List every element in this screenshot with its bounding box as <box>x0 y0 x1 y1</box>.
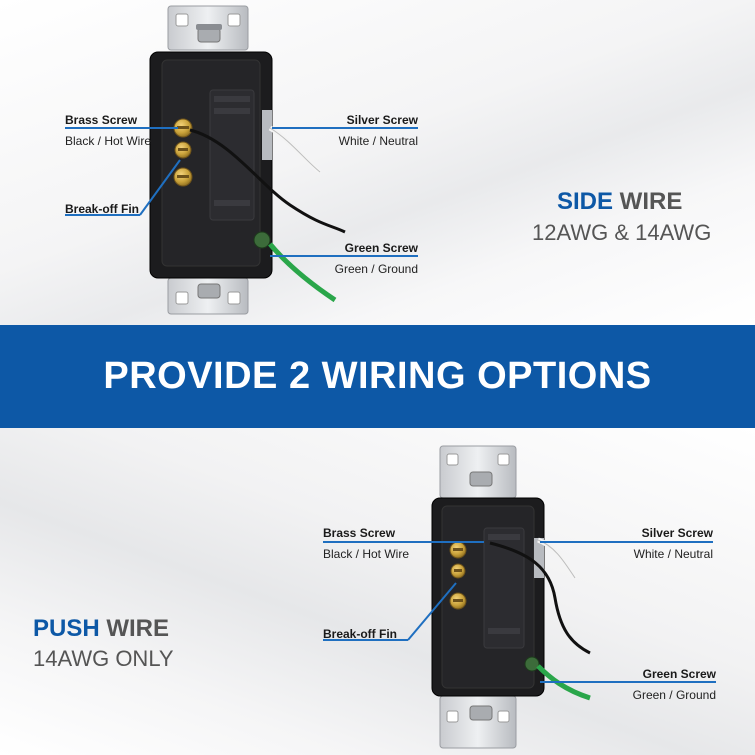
side-wire-subheading: 12AWG & 14AWG <box>532 219 711 246</box>
silver-screw-title: Silver Screw <box>346 113 418 127</box>
push-wire-panel <box>0 428 755 755</box>
push-break-off-fin-title: Break-off Fin <box>323 627 398 641</box>
push-wire-subtitle: 14AWG ONLY <box>33 646 174 671</box>
side-wire-title-rest: WIRE <box>613 188 683 215</box>
push-wire-title-accent: PUSH <box>33 615 100 642</box>
push-green-screw-label: Green Screw Green / Ground <box>633 667 716 703</box>
push-green-screw-subtitle: Green / Ground <box>632 688 716 702</box>
green-screw-label: Green Screw Green / Ground <box>335 241 418 277</box>
push-brass-screw-subtitle: Black / Hot Wire <box>323 547 410 561</box>
push-wire-title-rest: WIRE <box>99 615 170 642</box>
side-wire-title-accent: SIDE <box>557 188 614 215</box>
banner: PROVIDE 2 WIRING OPTIONS <box>0 325 755 428</box>
brass-screw-subtitle: Black / Hot Wire <box>65 134 152 148</box>
side-wire-subtitle: 12AWG & 14AWG <box>532 220 712 245</box>
push-break-off-fin-label: Break-off Fin <box>323 627 397 642</box>
push-wire-subheading: 14AWG ONLY <box>33 645 174 672</box>
green-screw-title: Green Screw <box>344 241 418 255</box>
push-brass-screw-label: Brass Screw Black / Hot Wire <box>323 526 409 562</box>
push-wire-heading: PUSH WIRE <box>33 615 169 643</box>
receptacle-push-wire-illustration <box>323 445 716 749</box>
push-brass-screw-title: Brass Screw <box>323 526 396 540</box>
brass-screw-title: Brass Screw <box>65 113 138 127</box>
push-silver-screw-label: Silver Screw White / Neutral <box>634 526 713 562</box>
green-screw-subtitle: Green / Ground <box>334 262 418 276</box>
receptacle-side-wire-illustration <box>65 5 418 315</box>
side-wire-panel <box>0 0 755 325</box>
break-off-fin-label: Break-off Fin <box>65 202 139 217</box>
banner-title: PROVIDE 2 WIRING OPTIONS <box>103 355 652 397</box>
side-wire-heading: SIDE WIRE <box>557 188 682 216</box>
break-off-fin-title: Break-off Fin <box>65 202 140 216</box>
silver-screw-label: Silver Screw White / Neutral <box>339 113 418 149</box>
silver-screw-subtitle: White / Neutral <box>338 134 418 148</box>
push-green-screw-title: Green Screw <box>642 667 716 681</box>
brass-screw-label: Brass Screw Black / Hot Wire <box>65 113 151 149</box>
push-silver-screw-subtitle: White / Neutral <box>633 547 713 561</box>
push-silver-screw-title: Silver Screw <box>641 526 713 540</box>
